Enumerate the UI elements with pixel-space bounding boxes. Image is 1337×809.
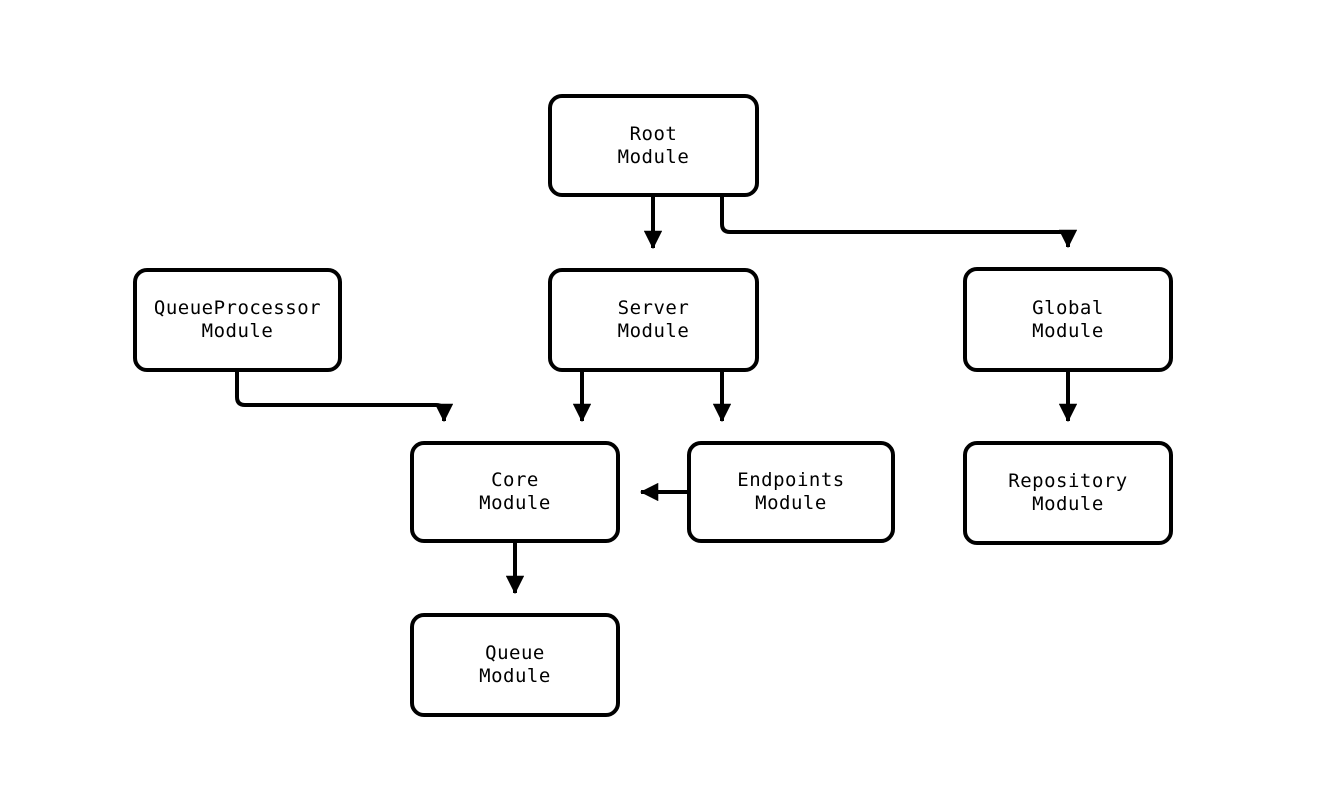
node-repository-module[interactable]: Repository Module — [963, 441, 1173, 545]
node-server-module-label: Server Module — [617, 297, 690, 342]
node-root-module[interactable]: Root Module — [548, 94, 759, 197]
node-core-module-label: Core Module — [479, 469, 551, 514]
node-core-module[interactable]: Core Module — [410, 441, 620, 543]
node-global-module-label: Global Module — [1032, 296, 1104, 342]
node-queueprocessor-module-label: QueueProcessor Module — [153, 297, 322, 342]
node-root-module-label: Root Module — [617, 122, 690, 168]
edge-queueprocessor-to-core — [235, 372, 454, 423]
node-endpoints-module-label: Endpoints Module — [737, 469, 845, 514]
node-repository-module-label: Repository Module — [1008, 470, 1128, 515]
node-queue-module-label: Queue Module — [479, 642, 551, 687]
node-global-module[interactable]: Global Module — [963, 267, 1173, 372]
node-queueprocessor-module[interactable]: QueueProcessor Module — [133, 268, 342, 372]
edge-root-to-global — [720, 197, 1078, 249]
node-endpoints-module[interactable]: Endpoints Module — [687, 441, 895, 543]
node-queue-module[interactable]: Queue Module — [410, 613, 620, 717]
node-server-module[interactable]: Server Module — [548, 268, 759, 372]
